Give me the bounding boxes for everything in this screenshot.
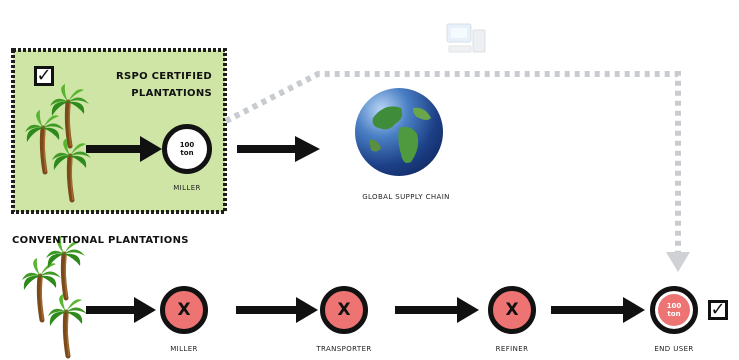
global-supply-chain-label: GLOBAL SUPPLY CHAIN bbox=[362, 193, 450, 201]
rspo-title: RSPO CERTIFIED PLANTATIONS bbox=[74, 68, 212, 102]
rspo-title-line1: RSPO CERTIFIED bbox=[115, 71, 212, 82]
end-user-label: END USER bbox=[654, 345, 694, 353]
rspo-miller-value: 100 bbox=[179, 141, 195, 149]
rspo-arrows bbox=[86, 136, 320, 162]
conventional-palm-icons bbox=[22, 236, 87, 356]
rspo-miller-label: MILLER bbox=[173, 184, 201, 192]
conventional-miller-node: X bbox=[160, 286, 208, 334]
refiner-label: REFINER bbox=[495, 345, 529, 353]
conventional-miller-label: MILLER bbox=[170, 345, 198, 353]
rspo-miller-unit: ton bbox=[180, 149, 194, 157]
rspo-miller-node: 100 ton bbox=[162, 124, 212, 174]
refiner-node: X bbox=[488, 286, 536, 334]
certified-path bbox=[224, 71, 681, 258]
end-user-value: 100 bbox=[666, 302, 682, 310]
globe-icon bbox=[355, 88, 443, 176]
transporter-node: X bbox=[320, 286, 368, 334]
certified-path-arrowhead bbox=[666, 252, 690, 272]
computer-icon bbox=[446, 23, 486, 53]
transporter-label: TRANSPORTER bbox=[316, 345, 372, 353]
end-user-unit: ton bbox=[667, 310, 681, 318]
end-user-checkbox-icon: ✓ bbox=[708, 300, 728, 320]
rspo-title-line2: PLANTATIONS bbox=[131, 88, 212, 99]
miller-x-mark: X bbox=[177, 300, 191, 320]
transporter-x-mark: X bbox=[337, 300, 351, 320]
conventional-arrows bbox=[86, 297, 645, 323]
end-user-node: 100 ton bbox=[650, 286, 698, 334]
conventional-plantations-title: CONVENTIONAL PLANTATIONS bbox=[12, 235, 189, 246]
rspo-checkbox-icon: ✓ bbox=[34, 66, 54, 86]
refiner-x-mark: X bbox=[505, 300, 519, 320]
